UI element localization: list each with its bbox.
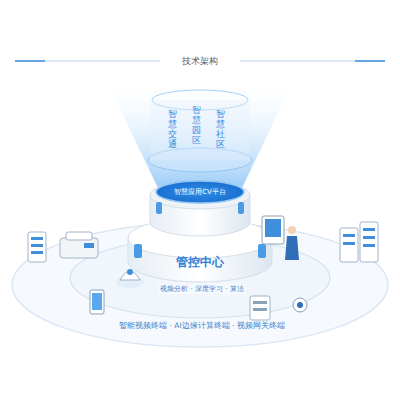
floating-app-text: 智慧园区 <box>192 106 201 146</box>
platform-disc: 智慧应用CV平台 <box>160 185 240 199</box>
node-text: 管控中心 <box>176 254 224 271</box>
control-center: 管控中心 <box>170 252 230 273</box>
ring-text: 视频分析 · 深度学习 · 算法 <box>158 284 245 294</box>
ring-text: 智能视频终端 · AI边缘计算终端 · 视频网关终端 <box>117 321 287 331</box>
node-text: 智慧应用CV平台 <box>174 187 226 197</box>
floating-app-text: 智慧社区 <box>216 110 225 150</box>
diagram-title: 技术架构 <box>182 55 218 68</box>
floating-app-text: 智慧交通 <box>168 110 177 150</box>
